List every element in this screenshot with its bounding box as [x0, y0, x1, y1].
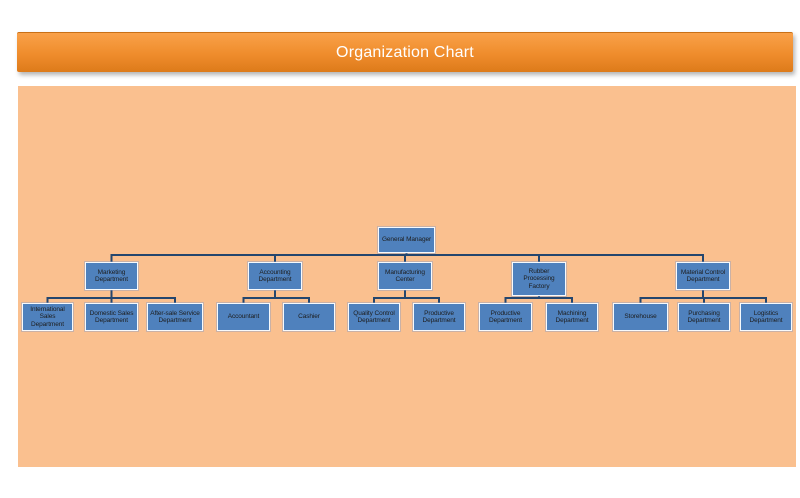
title-banner: Organization Chart — [17, 32, 793, 72]
org-node-accountant[interactable]: Accountant — [217, 303, 270, 331]
org-node-marketing-department[interactable]: Marketing Department — [85, 262, 138, 290]
org-node-material-control-department[interactable]: Material Control Department — [676, 262, 730, 290]
page-title: Organization Chart — [336, 43, 474, 61]
org-node-machining-department[interactable]: Machining Department — [546, 303, 598, 331]
org-node-rubber-processing-factory[interactable]: Rubber Processing Factory — [512, 262, 566, 296]
org-node-productive-department-manufacturing[interactable]: Productive Department — [413, 303, 465, 331]
org-node-after-sale-service-department[interactable]: After-sale Service Department — [147, 303, 203, 331]
org-node-quality-control-department[interactable]: Quality Control Department — [348, 303, 400, 331]
org-node-logistics-department[interactable]: Logistics Department — [740, 303, 792, 331]
org-node-general-manager[interactable]: General Manager — [378, 227, 435, 253]
org-node-purchasing-department[interactable]: Purchasing Department — [678, 303, 730, 331]
org-node-domestic-sales-department[interactable]: Domestic Sales Department — [85, 303, 138, 331]
org-node-manufacturing-center[interactable]: Manufacturing Center — [378, 262, 432, 290]
org-node-accounting-department[interactable]: Accounting Department — [248, 262, 302, 290]
org-node-productive-department-rubber[interactable]: Productive Department — [479, 303, 532, 331]
org-node-cashier[interactable]: Cashier — [283, 303, 335, 331]
org-node-storehouse[interactable]: Storehouse — [613, 303, 668, 331]
org-node-international-sales-department[interactable]: International Sales Department — [22, 303, 73, 331]
